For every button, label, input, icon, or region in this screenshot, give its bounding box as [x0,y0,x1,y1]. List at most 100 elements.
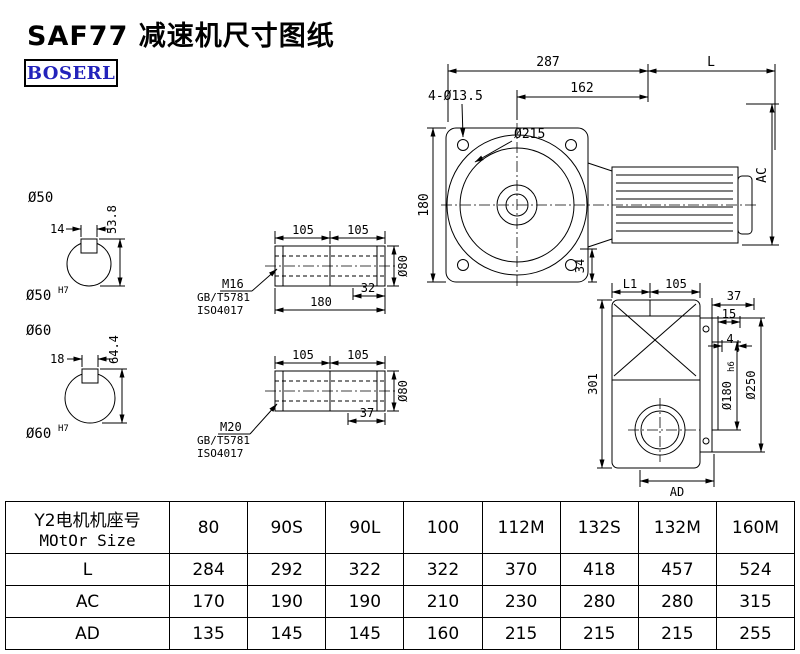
thread-label-m20: M20 [220,420,242,434]
table-cell: 210 [403,585,483,618]
dim-287: 287 [536,55,559,70]
side-housing [611,299,701,469]
size-col-90l: 90L [325,501,405,554]
dim-AC: AC [755,167,770,183]
dim-dia-80: Ø80 [396,255,410,277]
shaft50-fit-label: Ø50 [26,288,51,304]
dim-180-shaft: 180 [310,295,332,309]
bolt-hole [565,139,577,151]
table-cell: 280 [559,585,639,618]
motor-size-header-cell: Y2电机机座号 MOtOr Size [5,501,170,554]
spigot-dia-label: Ø180 [720,381,734,410]
dim-key-width-14: 14 [50,222,64,236]
dim-64-4: 64.4 [107,335,121,364]
boserl-logo-text: BOSERL [26,62,116,84]
dim-105-a: 105 [292,223,314,237]
shaft50-fit-tolerance: H7 [58,286,69,296]
shaft50-keyway [80,238,98,254]
shaft60-keyway [81,368,99,384]
dim-37-side: 37 [727,289,741,303]
table-cell: 160 [403,617,483,650]
bolt-hole [565,259,577,271]
dim-L1: L1 [623,277,637,291]
dim-180: 180 [417,193,432,216]
table-cell: 315 [715,585,796,618]
table-cell: 135 [168,617,249,650]
dim-dia-80: Ø80 [396,380,410,402]
motor-size-label-en: MOtOr Size [39,530,136,550]
size-col-90s: 90S [247,501,327,554]
side-view: L1 105 37 15 4 301 Ø180 h6 [586,277,765,499]
dim-AD: AD [670,485,684,499]
table-cell: 215 [559,617,639,650]
dim-105-side: 105 [665,277,687,291]
bolt-hole [457,259,469,271]
size-col-112m: 112M [481,501,561,554]
size-col-100: 100 [403,501,483,554]
table-row-AC: AC 170 190 190 210 230 280 280 315 [5,585,796,618]
shaft60-dia-label: Ø60 [26,323,51,339]
table-cell: 215 [481,617,561,650]
shaft50-dia-label: Ø50 [28,190,53,206]
shaft-section-50: Ø50 14 53.8 Ø50 H7 [26,190,125,304]
hollow-shaft-detail-top: 105 105 Ø80 32 180 M16 GB/T5781 ISO4017 [197,223,410,317]
table-cell: 418 [559,553,639,586]
standard-iso-label: ISO4017 [197,304,243,317]
dim-37: 37 [360,406,374,420]
dim-105-a: 105 [292,348,314,362]
bolt-hole [457,139,469,151]
flange-dia-label: Ø215 [514,127,545,142]
dim-53-8: 53.8 [105,205,119,234]
dim-105-b: 105 [347,348,369,362]
table-cell: 190 [247,585,327,618]
table-cell: 230 [481,585,561,618]
table-cell: 284 [168,553,249,586]
boserl-logo: BOSERL [24,59,118,87]
table-cell: 524 [715,553,796,586]
dim-162: 162 [570,81,593,96]
dim-301: 301 [586,373,600,395]
standard-gb-label: GB/T5781 [197,434,250,447]
standard-gb-label: GB/T5781 [197,291,250,304]
table-cell: 322 [403,553,483,586]
dim-32: 32 [361,281,375,295]
dim-105-b: 105 [347,223,369,237]
size-col-132m: 132M [637,501,717,554]
shaft60-fit-tolerance: H7 [58,424,69,434]
table-cell: 280 [637,585,717,618]
flange-dia-label-side: Ø250 [744,371,758,400]
dim-34: 34 [573,259,587,273]
size-col-160m: 160M [715,501,796,554]
row-label-AD: AD [5,617,170,650]
page-title: SAF77 减速机尺寸图纸 [27,21,335,52]
technical-drawing: 287 L 162 4-Ø13.5 Ø215 180 34 AC Ø50 [26,55,779,499]
row-label-L: L [5,553,170,586]
table-cell: 457 [637,553,717,586]
table-cell: 145 [325,617,405,650]
table-cell: 292 [247,553,327,586]
dim-4: 4 [726,332,733,346]
dim-key-width-18: 18 [50,352,64,366]
table-cell: 145 [247,617,327,650]
table-row-AD: AD 135 145 145 160 215 215 215 255 [5,617,796,650]
size-table: Y2电机机座号 MOtOr Size 80 90S 90L 100 112M 1… [5,501,796,650]
row-label-AC: AC [5,585,170,618]
dim-15: 15 [722,307,736,321]
output-flange [699,317,713,453]
motor-size-label-cn: Y2电机机座号 [34,510,141,531]
thread-label-m16: M16 [222,277,244,291]
shaft60-fit-label: Ø60 [26,426,51,442]
table-cell: 322 [325,553,405,586]
front-view: 287 L 162 4-Ø13.5 Ø215 180 34 AC [417,55,779,287]
table-cell: 190 [325,585,405,618]
flange-spigot [711,341,719,431]
shaft-section-60: Ø60 18 64.4 Ø60 H7 [26,323,127,442]
table-cell: 215 [637,617,717,650]
hollow-shaft-detail-bottom: 105 105 Ø80 37 M20 GB/T5781 ISO4017 [197,348,410,460]
motor-fan-cover [737,175,753,235]
spigot-tolerance: h6 [727,361,737,372]
standard-iso-label: ISO4017 [197,447,243,460]
dim-L: L [707,55,715,70]
table-cell: 370 [481,553,561,586]
